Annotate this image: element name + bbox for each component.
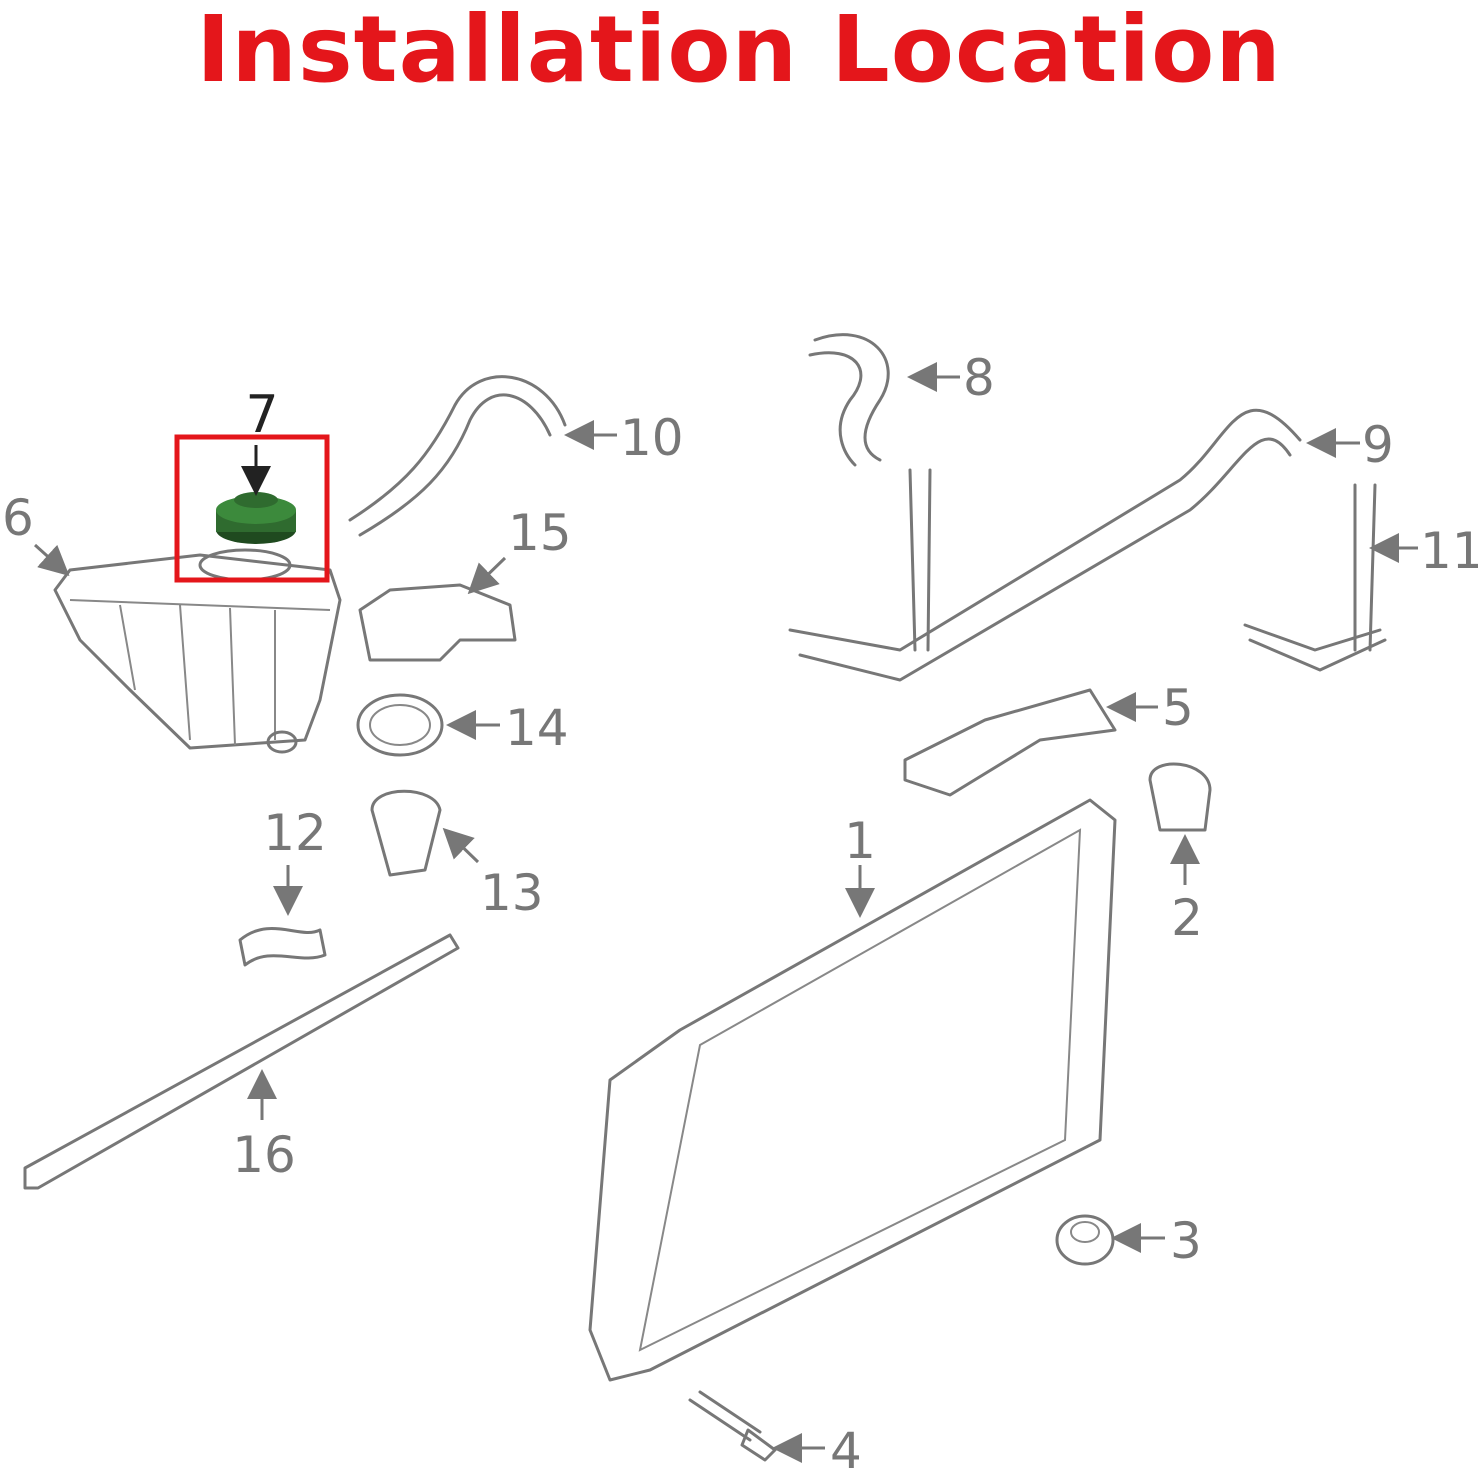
part-13-thermostat [370, 789, 442, 877]
page-title: Installation Location [196, 0, 1282, 103]
callout-15: 15 [508, 504, 572, 562]
callout-14: 14 [505, 699, 569, 757]
part-2-insulator [1148, 762, 1212, 832]
part-12-hose [238, 926, 327, 967]
callout-16: 16 [232, 1126, 296, 1184]
callout-13: 13 [480, 864, 544, 922]
highlight-box [174, 434, 330, 583]
callout-5: 5 [1162, 679, 1194, 737]
callout-1: 1 [844, 812, 876, 870]
part-5-bracket [903, 688, 1117, 797]
callout-6: 6 [2, 489, 34, 547]
part-15-thermostat-housing [358, 583, 517, 662]
part-7-reservoir-cap [216, 492, 296, 544]
callout-4: 4 [830, 1422, 862, 1472]
part-10-hose [358, 393, 552, 537]
part-16-seal-strip [23, 933, 460, 1190]
callout-8: 8 [963, 349, 995, 407]
callout-3: 3 [1170, 1212, 1202, 1270]
part-14-gasket [356, 693, 444, 757]
callout-10: 10 [620, 409, 684, 467]
callout-9: 9 [1362, 416, 1394, 474]
part-1-radiator [588, 798, 1117, 1382]
part-3-grommet [1055, 1214, 1115, 1266]
part-11-hose [1243, 483, 1387, 672]
callout-11: 11 [1420, 522, 1478, 580]
callout-7: 7 [245, 385, 278, 445]
part-8-hose [808, 333, 890, 467]
part-4-bolt [688, 1390, 777, 1462]
part-9-hose [788, 408, 1302, 682]
callout-arrows [33, 362, 1418, 1463]
part-6-coolant-reservoir [53, 548, 342, 754]
callout-2: 2 [1171, 889, 1203, 947]
callout-12: 12 [263, 804, 327, 862]
